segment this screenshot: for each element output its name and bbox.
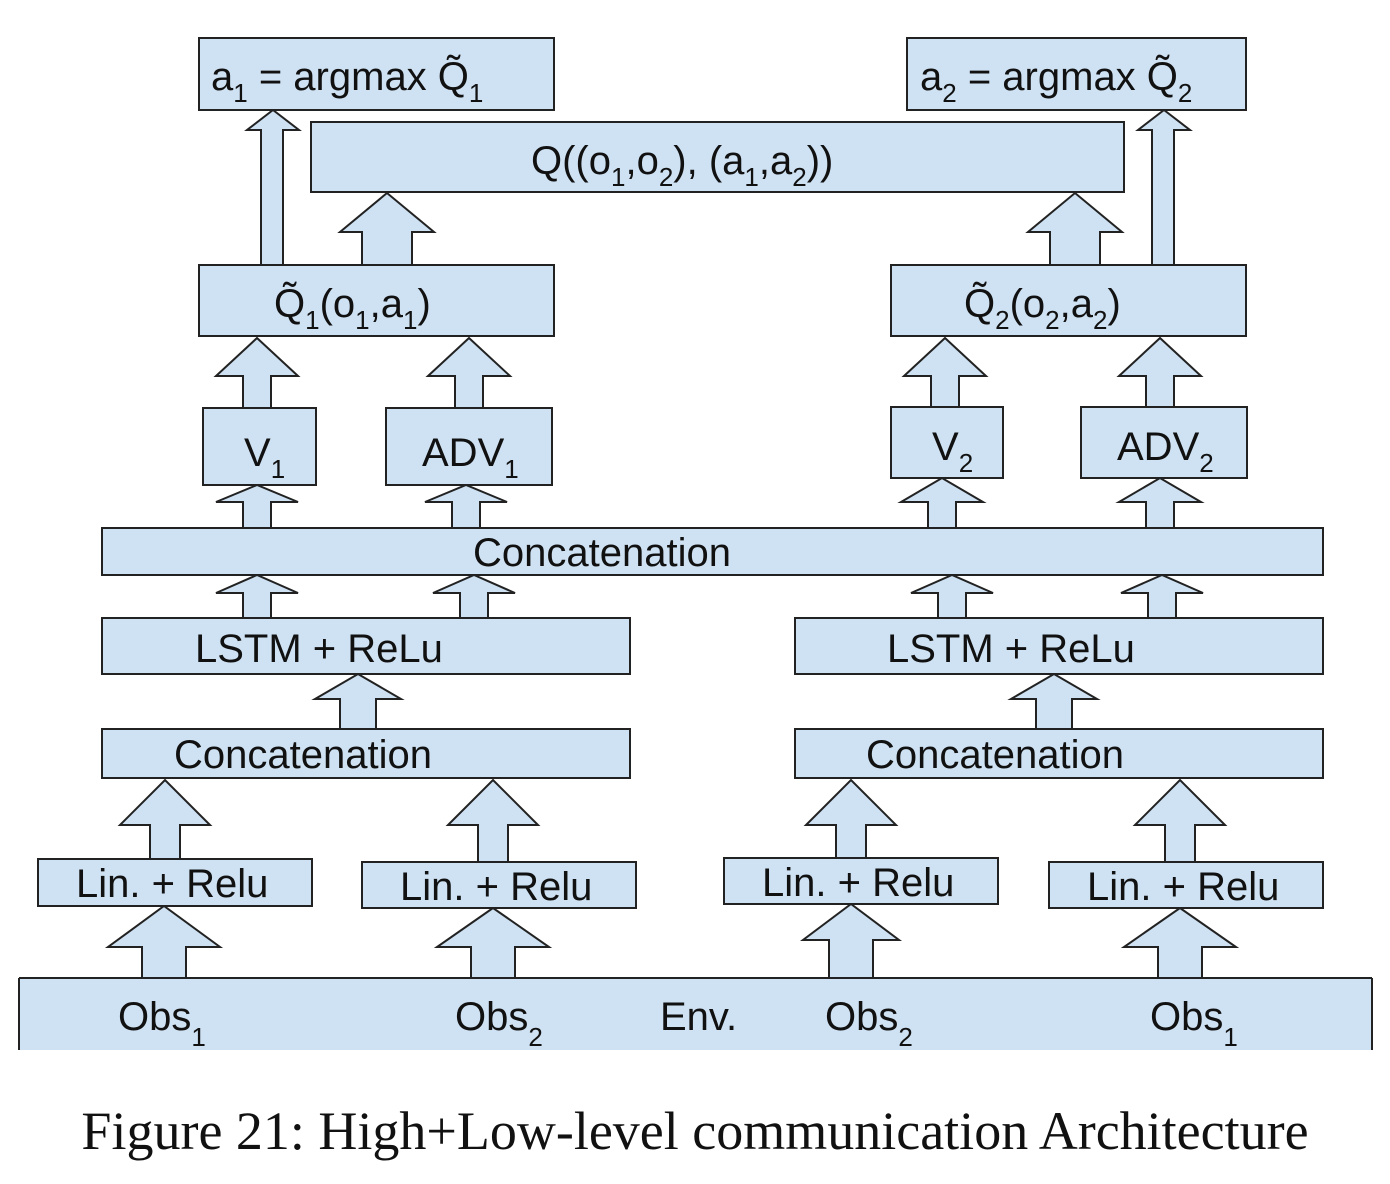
figure-caption: Figure 21: High+Low-level communication … <box>81 1101 1309 1161</box>
arrow-v1-to-q1 <box>213 336 301 409</box>
box-lin-4 <box>1048 861 1324 909</box>
arrow-concat-right-to-lstm <box>1007 672 1101 730</box>
label-concat-right: Concatenation <box>866 733 1124 777</box>
env-bottom-mask <box>0 1050 1390 1080</box>
box-concat-top <box>101 527 1324 576</box>
label-a2: a2 = argmax Q̃2 <box>920 54 1192 108</box>
label-q2: Q̃2(o2,a2) <box>964 281 1121 335</box>
label-adv1: ADV1 <box>422 431 519 484</box>
arrows-layer <box>104 108 1240 979</box>
box-adv1 <box>385 407 553 486</box>
arrow-obs2-to-lin2 <box>433 906 553 979</box>
arrow-v2-to-q2 <box>901 336 989 408</box>
label-lin-3: Lin. + Relu <box>762 861 954 905</box>
box-lin-1 <box>37 858 313 907</box>
box-v1 <box>202 407 317 486</box>
box-joint-q <box>310 121 1125 193</box>
box-q1 <box>198 264 555 337</box>
label-obs2-left: Obs2 <box>455 995 543 1052</box>
box-env <box>19 978 1372 1058</box>
labels-layer: a1 = argmax Q̃1 a2 = argmax Q̃2 Q((o1,o2… <box>76 54 1279 1052</box>
box-concat-left <box>101 728 631 779</box>
boxes-layer <box>0 37 1390 1080</box>
box-lin-2 <box>361 861 637 909</box>
label-lstm-right: LSTM + ReLu <box>887 627 1135 671</box>
label-obs1-left: Obs1 <box>118 995 206 1052</box>
arrow-q2-to-joint <box>1025 191 1125 266</box>
arrow-lstm-left-to-concat-2 <box>432 573 516 619</box>
label-a1: a1 = argmax Q̃1 <box>211 54 483 108</box>
arrow-obs1-to-lin1 <box>104 904 224 979</box>
label-concat-top: Concatenation <box>473 531 731 575</box>
label-env: Env. <box>660 995 737 1039</box>
arrow-q1-to-a1 <box>244 108 302 266</box>
box-lstm-right <box>794 617 1324 675</box>
label-v2: V2 <box>932 425 973 478</box>
arrow-concat-to-adv2 <box>1115 476 1205 529</box>
arrow-q1-to-joint <box>337 191 437 266</box>
arrow-lstm-right-to-concat-2 <box>1120 573 1204 619</box>
arrow-q2-to-a2 <box>1135 108 1193 266</box>
label-q1: Q̃1(o1,a1) <box>274 281 431 335</box>
arrow-concat-to-v2 <box>897 476 987 529</box>
arrow-lstm-right-to-concat <box>910 573 994 619</box>
arrow-obs2-to-lin3 <box>800 902 902 979</box>
arrow-obs1-to-lin4 <box>1120 906 1240 979</box>
arrow-concat-to-v1 <box>215 483 299 529</box>
label-obs2-right: Obs2 <box>825 995 913 1052</box>
label-joint-q: Q((o1,o2), (a1,a2)) <box>531 139 833 192</box>
box-v2 <box>890 406 1004 479</box>
architecture-diagram: a1 = argmax Q̃1 a2 = argmax Q̃2 Q((o1,o2… <box>0 37 1390 1080</box>
label-lin-4: Lin. + Relu <box>1087 865 1279 909</box>
arrow-lstm-left-to-concat <box>215 573 299 619</box>
label-concat-left: Concatenation <box>174 733 432 777</box>
arrow-concat-to-adv1 <box>424 483 508 529</box>
arrow-adv2-to-q2 <box>1116 336 1204 408</box>
box-concat-right <box>794 728 1324 779</box>
label-lstm-left: LSTM + ReLu <box>195 627 443 671</box>
arrow-lin2-to-concat <box>445 778 541 863</box>
arrow-concat-left-to-lstm <box>311 672 405 730</box>
box-adv2 <box>1080 406 1248 479</box>
label-obs1-right: Obs1 <box>1150 995 1238 1052</box>
box-lin-3 <box>723 857 999 905</box>
label-lin-2: Lin. + Relu <box>400 865 592 909</box>
arrow-lin4-to-concat <box>1132 778 1228 863</box>
label-adv2: ADV2 <box>1117 425 1214 478</box>
box-a1 <box>198 37 555 111</box>
arrow-lin1-to-concat <box>117 778 213 860</box>
box-q2 <box>890 264 1247 337</box>
box-a2 <box>906 37 1247 111</box>
arrow-lin3-to-concat <box>803 778 899 859</box>
label-lin-1: Lin. + Relu <box>76 862 268 906</box>
box-lstm-left <box>101 617 631 675</box>
label-v1: V1 <box>244 431 285 484</box>
arrow-adv1-to-q1 <box>425 336 513 409</box>
